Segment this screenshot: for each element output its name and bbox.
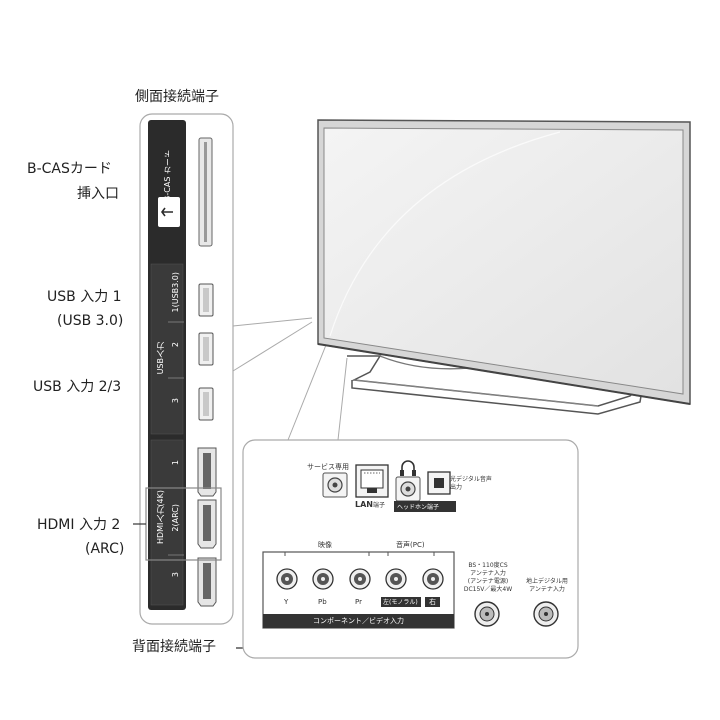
- hdmi-port-1: [197, 447, 217, 497]
- hdmi-port-2-text: 2(ARC): [171, 504, 180, 532]
- rca-jack-pb: [312, 568, 334, 590]
- tv-illustration: [317, 119, 691, 415]
- rear-connectors-title: 背面接続端子: [132, 639, 216, 655]
- usb-port-3: [198, 387, 214, 421]
- terrestrial-antenna-label: 地上デジタル用 アンテナ入力: [526, 578, 568, 593]
- hdmi-group-text: HDMI入力(4K): [156, 490, 165, 545]
- bcas-slot-label-line2: 挿入口: [77, 186, 119, 202]
- lan-port-label: LAN端子: [355, 500, 385, 510]
- usb-group-text: USB入力: [156, 342, 165, 375]
- lan-text: LAN: [355, 500, 373, 509]
- jack-right-label: 右: [429, 598, 436, 606]
- hdmi-port-3: [197, 557, 217, 607]
- lan-suffix: 端子: [372, 502, 385, 509]
- jack-pb-label: Pb: [318, 598, 327, 606]
- optical-port: [427, 471, 451, 495]
- bcas-slot-label: B-CASカード: [27, 161, 112, 177]
- usb-port-1-text: 1(USB3.0): [171, 272, 180, 313]
- hdmi2-label-line2: (ARC): [85, 541, 125, 557]
- rca-jack-audio-right: [422, 568, 444, 590]
- hdmi-port-3-text: 3: [171, 572, 180, 578]
- rca-jack-pr: [349, 568, 371, 590]
- jack-left-label: 左(モノラル): [383, 599, 418, 606]
- bcas-card-text: B-CAS カード: [163, 150, 172, 202]
- hdmi-port-1-text: 1: [171, 460, 180, 466]
- headphone-label: ヘッドホン端子: [397, 504, 440, 511]
- terrestrial-antenna-connector: [533, 601, 559, 627]
- headphone-jack: [395, 460, 421, 502]
- bs-cs-antenna-label: BS・110度CS アンテナ入力 (アンテナ電源) DC15V／最大4W: [463, 562, 513, 593]
- rca-jack-y: [276, 568, 298, 590]
- usb-port-3-text: 3: [171, 398, 180, 404]
- component-label: コンポーネント／ビデオ入力: [313, 617, 404, 625]
- usb23-label: USB 入力 2/3: [33, 379, 122, 395]
- jack-pr-label: Pr: [355, 598, 362, 606]
- usb-port-2-text: 2: [171, 342, 180, 348]
- optical-label: 光デジタル音声出力: [450, 476, 492, 491]
- video-group-label: 映像: [318, 541, 332, 549]
- hdmi-port-2: [197, 499, 217, 549]
- service-port: [322, 472, 348, 498]
- audio-group-label: 音声(PC): [396, 541, 425, 549]
- hdmi2-label: HDMI 入力 2: [37, 517, 121, 533]
- side-connectors-title: 側面接続端子: [135, 89, 219, 105]
- lan-port: [355, 464, 389, 498]
- usb1-label-line2: (USB 3.0): [57, 313, 124, 329]
- usb-port-2: [198, 332, 214, 366]
- rca-jack-audio-left: [385, 568, 407, 590]
- jack-y-label: Y: [284, 598, 289, 606]
- bs-cs-antenna-connector: [474, 601, 500, 627]
- service-port-label: サービス専用: [307, 463, 349, 471]
- usb1-label: USB 入力 1: [47, 289, 122, 305]
- usb-port-1: [198, 283, 214, 317]
